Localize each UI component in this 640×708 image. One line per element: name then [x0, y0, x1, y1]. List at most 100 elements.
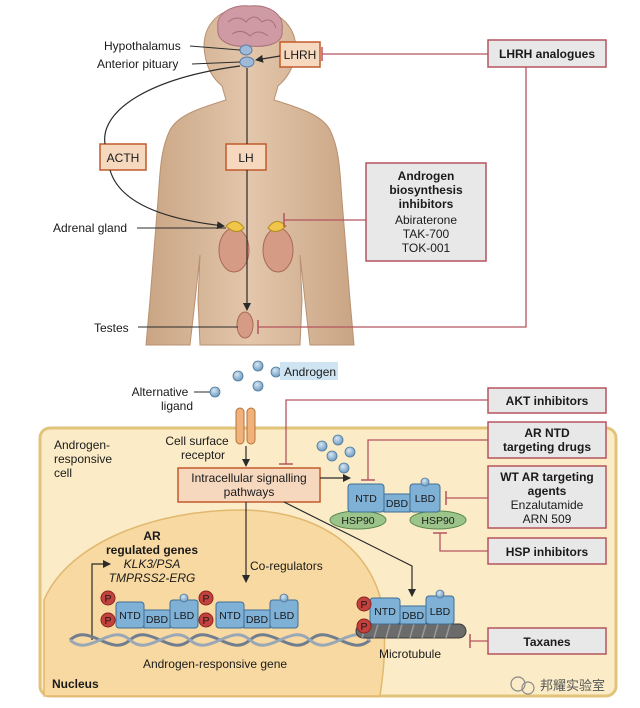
wt-ar-item-arn509: ARN 509 — [523, 512, 572, 526]
anterior-pituitary-pointer — [191, 61, 241, 65]
nucleus — [43, 509, 386, 697]
ar-ntd-drugs-box: AR NTD targeting drugs — [487, 421, 607, 459]
cell-type-label-1: Androgen- — [54, 438, 110, 452]
ar-ntd-label-2: targeting drugs — [503, 440, 591, 454]
dbd-label-2: DBD — [246, 614, 269, 626]
nucleus-label: Nucleus — [52, 677, 99, 691]
phospho-label-1: P — [104, 593, 111, 605]
abs-title-1: Androgen — [398, 169, 455, 183]
testes-shape — [236, 311, 254, 339]
androgen-label-box: Androgen — [280, 362, 338, 380]
abs-title-3: inhibitors — [399, 197, 454, 211]
akt-inhibit — [285, 399, 488, 464]
lh-label: LH — [238, 151, 253, 165]
brain — [217, 5, 283, 47]
hypothalamus-pointer — [189, 45, 241, 51]
ar-ntd-inhibit — [367, 439, 488, 480]
cell-surface-receptor-label-1: Cell surface — [165, 434, 229, 448]
abs-item-tok001: TOK-001 — [402, 241, 451, 255]
alternative-ligand-label-1: Alternative — [132, 385, 189, 399]
alternative-ligand-label-2: ligand — [161, 399, 193, 413]
lbd-label-4: LBD — [430, 606, 451, 618]
lhrh-box: LHRH — [279, 41, 321, 68]
lhrh-label: LHRH — [284, 48, 317, 62]
dbd-label-1: DBD — [146, 614, 169, 626]
ntd-label-3: NTD — [355, 493, 377, 505]
brain-folds — [227, 16, 277, 37]
ntd-label-4: NTD — [374, 606, 396, 618]
anterior-pituitary-label: Anterior pituary — [97, 57, 178, 71]
lh-box: LH — [225, 143, 267, 171]
microtubule-label: Microtubule — [379, 647, 441, 661]
androgen-label: Androgen — [284, 365, 336, 379]
hypothalamus-label: Hypothalamus — [104, 39, 181, 53]
abs-item-abiraterone: Abiraterone — [395, 213, 457, 227]
dbd-label-3: DBD — [386, 498, 409, 510]
abs-item-tak700: TAK-700 — [403, 227, 450, 241]
wt-ar-title-2: agents — [528, 484, 567, 498]
acth-box: ACTH — [99, 143, 147, 171]
signalling-to-microtubule-arrow — [283, 501, 416, 597]
ar-ntd-label-1: AR NTD — [524, 426, 570, 440]
cell-type-label-2: responsive — [54, 452, 112, 466]
hsp90-label-2: HSP90 — [421, 515, 454, 527]
lhrh-analogues-testes-inhibit — [258, 67, 527, 328]
gene-expression-arrow — [91, 560, 111, 640]
akt-inhibitors-box: AKT inhibitors — [487, 387, 607, 414]
ar-genes-item-tmprss2: TMPRSS2-ERG — [109, 571, 196, 585]
microtubule — [355, 623, 467, 639]
androgen-biosynthesis-inhibitors-box: Androgen biosynthesis inhibitors Abirate… — [365, 162, 487, 262]
phospho-label-2: P — [104, 615, 111, 627]
ntd-label-1: NTD — [119, 610, 141, 622]
ntd-label-2: NTD — [219, 610, 241, 622]
lhrh-arrow — [255, 54, 281, 63]
cell-type-label-3: cell — [54, 466, 72, 480]
androgen-molecules-cytoplasm — [316, 434, 356, 474]
lbd-label-1: LBD — [174, 610, 195, 622]
abs-title-2: biosynthesis — [389, 183, 463, 197]
human-body — [145, 7, 355, 346]
dbd-label-4: DBD — [402, 610, 425, 622]
lhrh-analogues-label: LHRH analogues — [499, 47, 595, 61]
phospho-label-6: P — [360, 621, 367, 633]
testes-label: Testes — [94, 321, 129, 335]
ar-on-dna-2: NTD DBD LBD P P — [198, 590, 299, 629]
ar-genes-title-1: AR — [143, 529, 161, 543]
ar-on-microtubule: NTD DBD LBD P P — [356, 589, 455, 634]
ar-genes-title-2: regulated genes — [106, 543, 198, 557]
dna-helix — [68, 633, 372, 647]
cell-surface-receptor — [235, 407, 256, 445]
taxanes-box: Taxanes — [487, 627, 607, 655]
akt-inhibitors-label: AKT inhibitors — [506, 394, 589, 408]
watermark: 邦耀实验室 — [510, 676, 605, 695]
pituitary-shape — [239, 56, 255, 68]
alternative-ligand-molecule — [209, 386, 221, 398]
hsp-inhibit — [439, 533, 488, 552]
adrenal-glands — [218, 221, 294, 273]
ar-hsp90-complex: HSP90 HSP90 NTD DBD LBD — [329, 477, 467, 530]
hypothalamus-shape — [239, 44, 253, 56]
lbd-label-3: LBD — [415, 493, 436, 505]
androgen-responsive-gene-label: Androgen-responsive gene — [143, 657, 287, 671]
signalling-label-1: Intracellular signalling — [191, 471, 306, 485]
ar-genes-item-klk3: KLK3/PSA — [124, 557, 181, 571]
taxanes-label: Taxanes — [523, 635, 570, 649]
androgen-molecules — [232, 360, 282, 392]
wt-ar-agents-box: WT AR targeting agents Enzalutamide ARN … — [487, 465, 607, 529]
wt-ar-item-enzalutamide: Enzalutamide — [511, 498, 584, 512]
watermark-text: 邦耀实验室 — [540, 678, 605, 693]
hsp90-label-1: HSP90 — [341, 515, 374, 527]
phospho-label-4: P — [202, 615, 209, 627]
phospho-label-3: P — [202, 593, 209, 605]
signalling-label-2: pathways — [224, 485, 275, 499]
intracellular-signalling-box: Intracellular signalling pathways — [177, 467, 321, 503]
phospho-label-5: P — [360, 599, 367, 611]
acth-arrow — [104, 65, 241, 226]
cell-surface-receptor-label-2: receptor — [181, 448, 225, 462]
adrenal-gland-label: Adrenal gland — [53, 221, 127, 235]
wt-ar-title-1: WT AR targeting — [500, 470, 594, 484]
acth-label: ACTH — [107, 151, 140, 165]
lbd-label-2: LBD — [274, 610, 295, 622]
hsp-inhibitors-label: HSP inhibitors — [506, 545, 589, 559]
